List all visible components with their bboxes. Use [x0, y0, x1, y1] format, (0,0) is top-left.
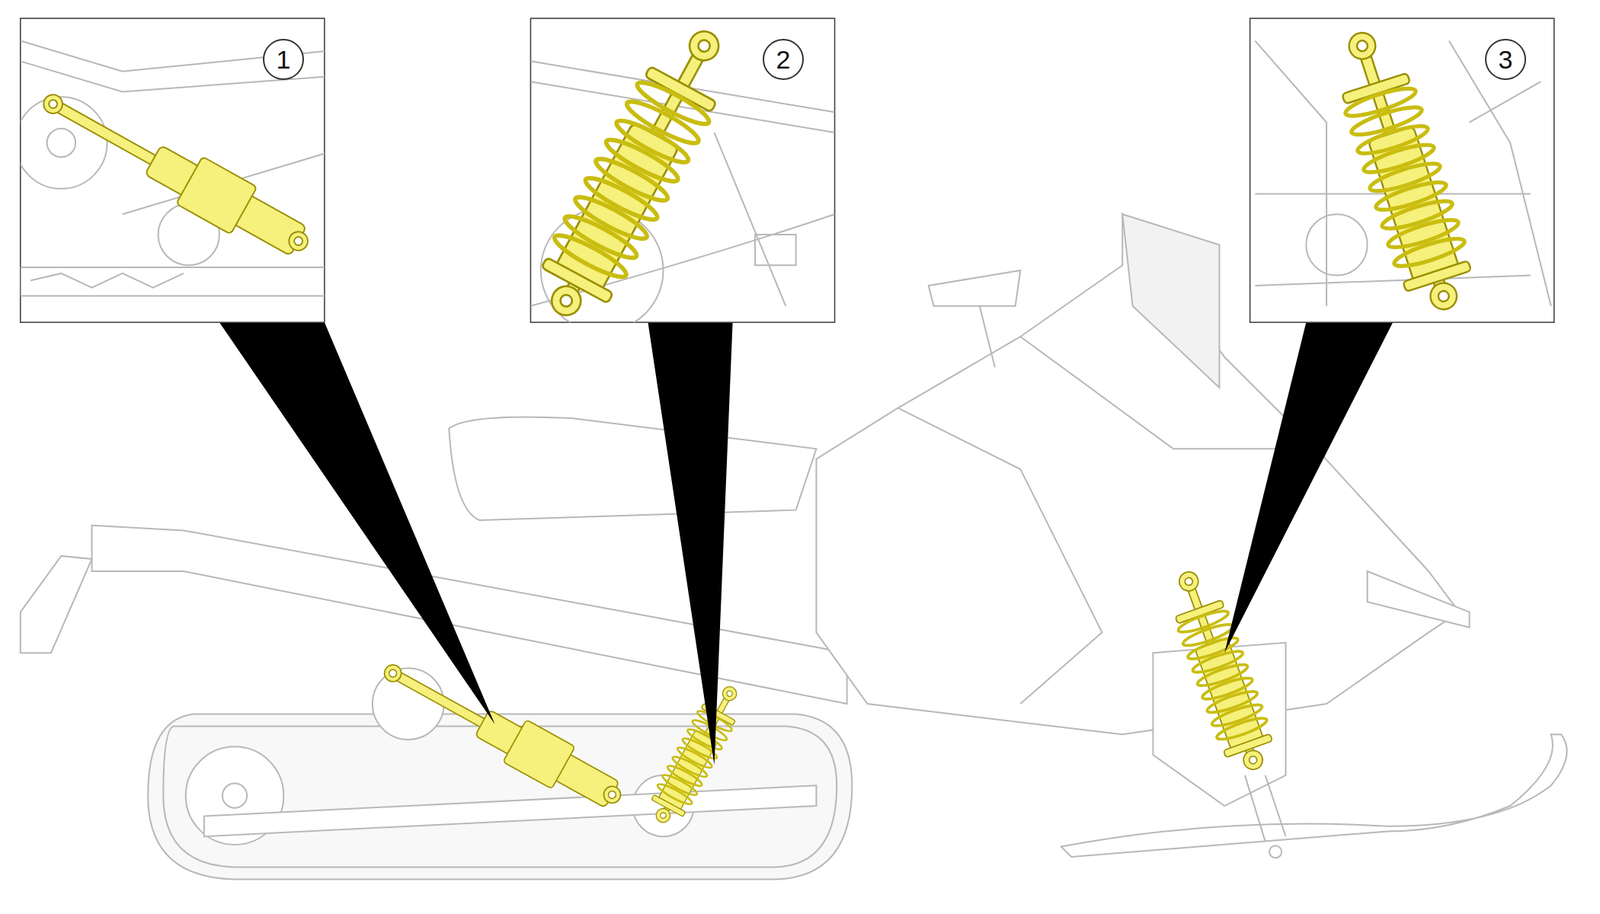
callout-number: 3 — [1498, 46, 1514, 73]
callout-circle: 2 — [762, 38, 804, 80]
callout-circle: 3 — [1484, 38, 1527, 80]
callout-number: 1 — [276, 46, 292, 73]
callout-circle: 1 — [262, 38, 304, 80]
callout-number: 2 — [776, 46, 791, 73]
